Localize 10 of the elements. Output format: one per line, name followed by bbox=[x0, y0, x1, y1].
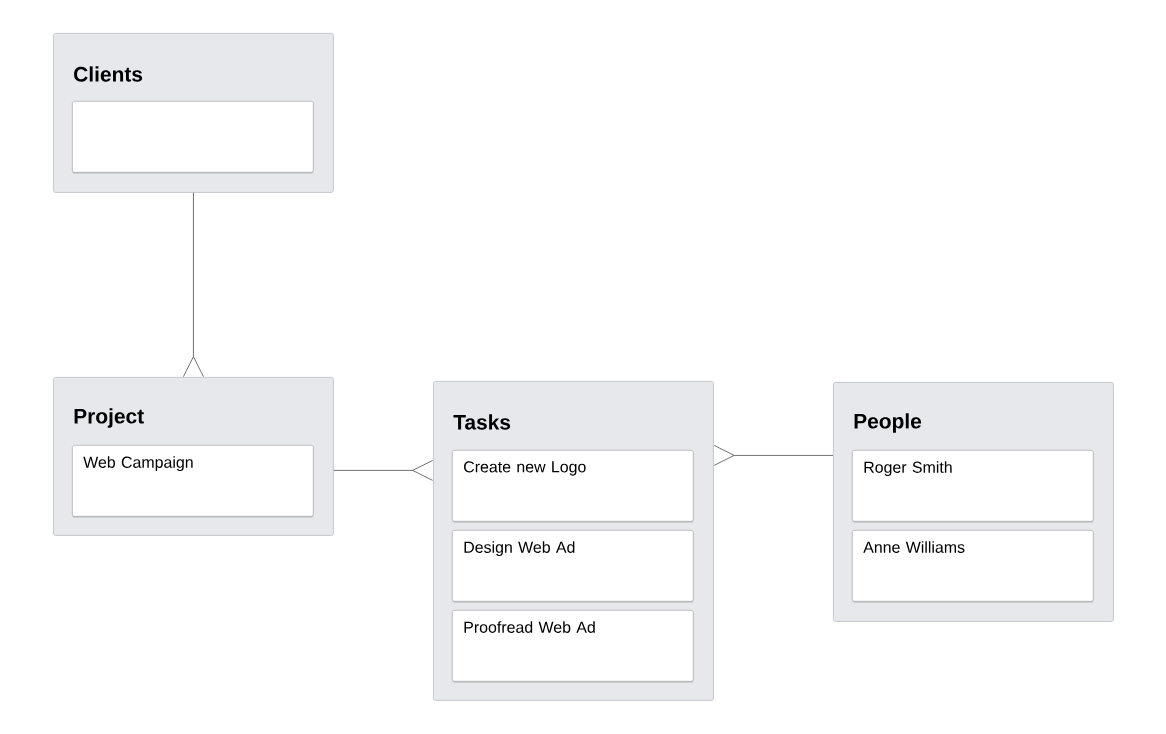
attribute-card bbox=[72, 101, 314, 174]
connector bbox=[713, 445, 834, 466]
connector bbox=[183, 192, 204, 377]
connector bbox=[333, 460, 433, 481]
attribute-card: Proofread Web Ad bbox=[452, 610, 694, 683]
attribute-card: Anne Williams bbox=[852, 530, 1094, 603]
attribute-card: Roger Smith bbox=[852, 450, 1094, 523]
attribute-card: Web Campaign bbox=[72, 445, 314, 518]
attribute-card: Design Web Ad bbox=[452, 530, 694, 603]
attribute-card: Create new Logo bbox=[452, 450, 694, 523]
